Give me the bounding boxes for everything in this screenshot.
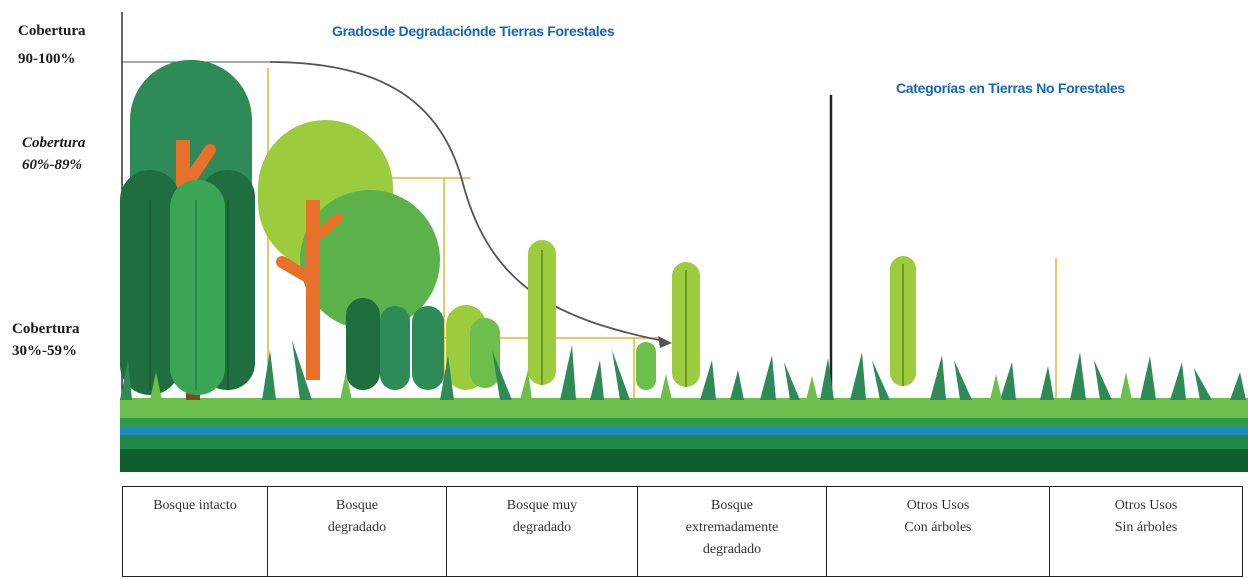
category-label: Bosque muy degradado — [506, 498, 578, 535]
very-degraded-trees — [446, 240, 556, 390]
coverage-label-90-line2: 90-100% — [18, 51, 76, 67]
degradation-curve — [269, 61, 669, 343]
category-cell-bosque-intacto: Bosque intacto — [122, 486, 268, 577]
category-label: Bosque extremadamente degradado — [685, 498, 779, 557]
coverage-label-60-line1: Cobertura — [22, 135, 86, 151]
extremely-degraded-trees — [636, 262, 700, 390]
non-forest-title: Categorías en Tierras No Forestales — [896, 80, 1125, 96]
main-title: Gradosde Degradaciónde Tierras Forestale… — [332, 23, 615, 39]
curve-arrowhead — [658, 336, 672, 348]
grass — [120, 340, 1246, 400]
coverage-label-90-100: Cobertura 90-100% — [18, 20, 86, 70]
category-label: Otros Usos Sin árboles — [1114, 498, 1178, 535]
category-cell-bosque-degradado: Bosque degradado — [267, 486, 447, 577]
category-label: Bosque degradado — [327, 498, 387, 535]
coverage-label-60-89: Cobertura 60%-89% — [22, 132, 85, 176]
category-table: Bosque intacto Bosque degradado Bosque m… — [122, 486, 1243, 577]
category-label: Otros Usos Con árboles — [904, 498, 972, 535]
intact-forest-trees — [120, 60, 255, 400]
category-cell-otros-usos-sin-arboles: Otros Usos Sin árboles — [1049, 486, 1243, 577]
coverage-label-30-line1: Cobertura — [12, 321, 80, 337]
coverage-label-60-line2: 60%-89% — [22, 157, 82, 173]
degraded-forest-trees — [258, 120, 444, 390]
category-cell-bosque-extremadamente-degradado: Bosque extremadamente degradado — [637, 486, 827, 577]
coverage-label-90-line1: Cobertura — [18, 23, 86, 39]
category-row: Bosque intacto Bosque degradado Bosque m… — [122, 486, 1243, 577]
category-cell-bosque-muy-degradado: Bosque muy degradado — [446, 486, 638, 577]
ground-layers — [120, 398, 1248, 472]
coverage-label-30-line2: 30%-59% — [12, 343, 77, 359]
other-land-tree — [890, 256, 916, 386]
category-label: Bosque intacto — [153, 498, 237, 513]
coverage-label-30-59: Cobertura 30%-59% — [12, 318, 80, 362]
category-cell-otros-usos-con-arboles: Otros Usos Con árboles — [826, 486, 1050, 577]
